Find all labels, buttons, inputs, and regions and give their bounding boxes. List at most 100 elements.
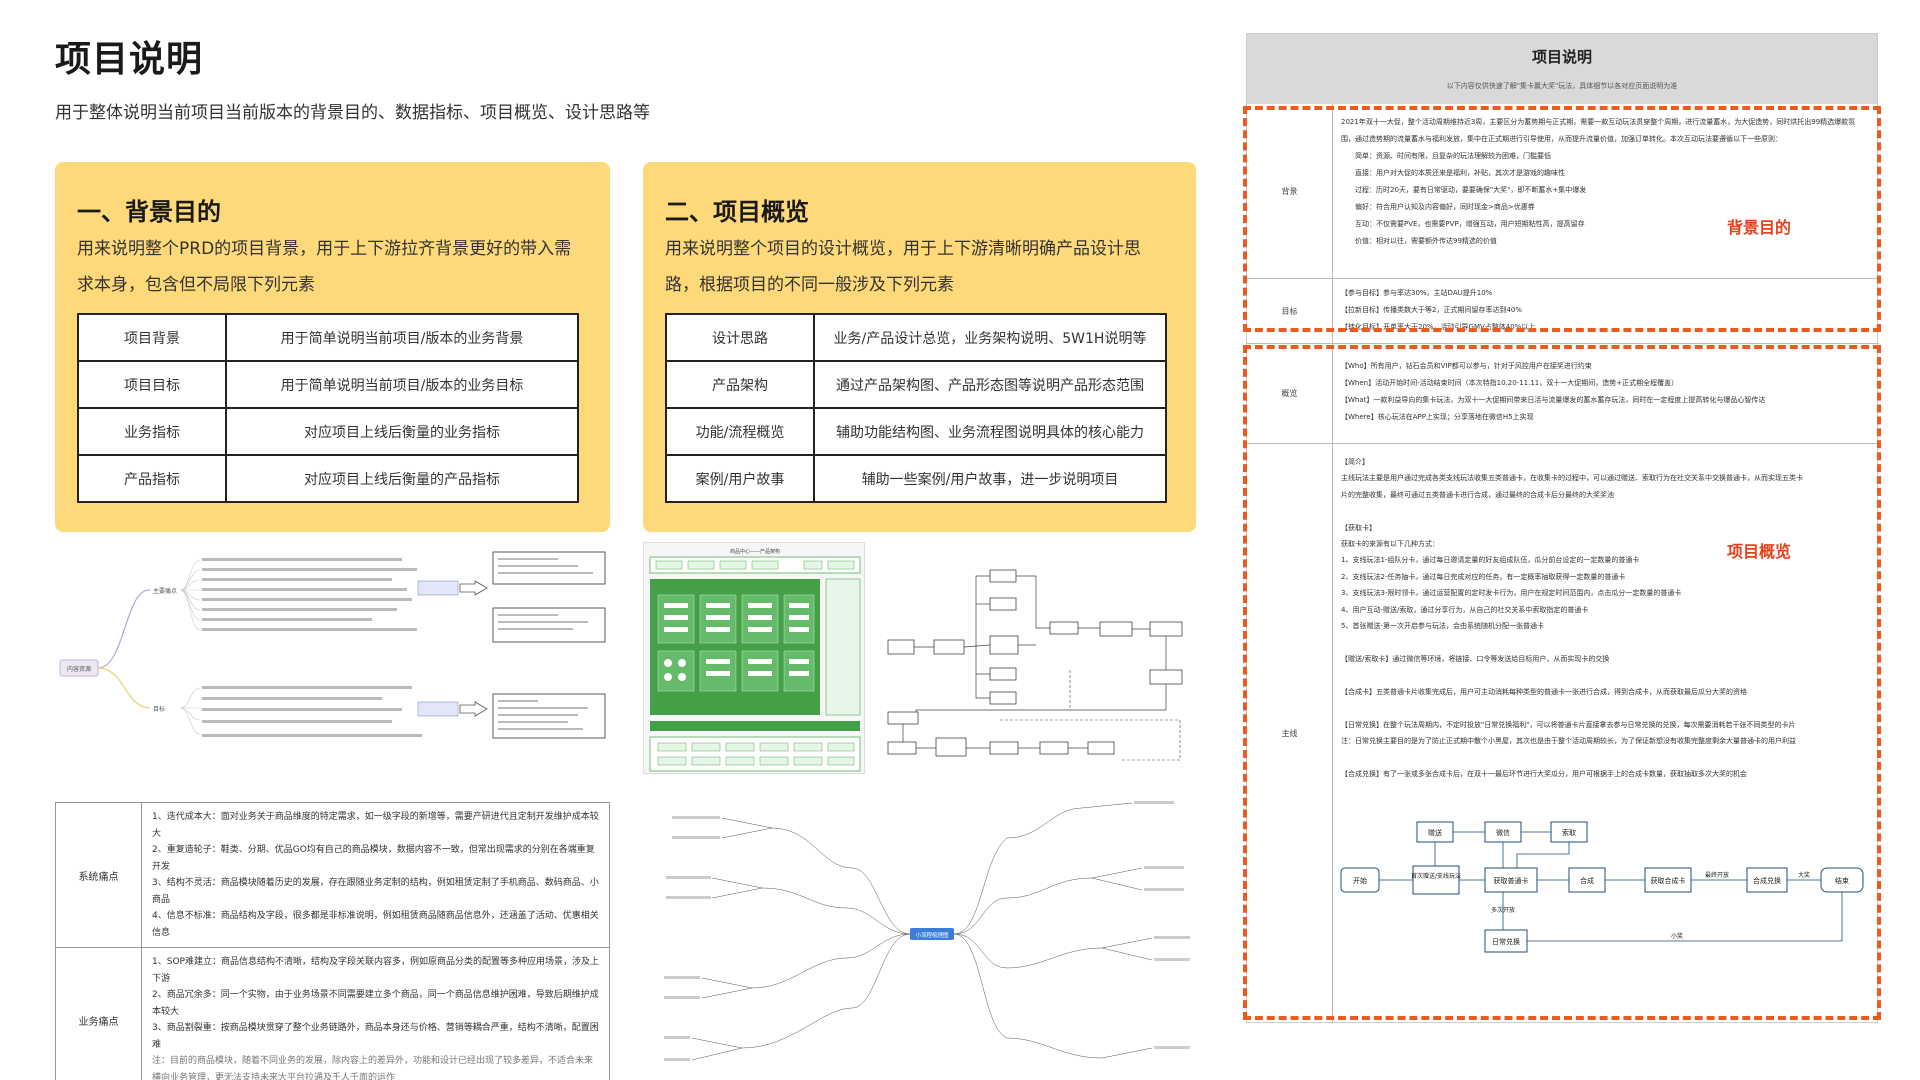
table-row: 项目目标 用于简单说明当前项目/版本的业务目标	[77, 360, 579, 409]
doc-row-background: 背景 2021年双十一大促，整个活动周期维持近3周，主要区分为蓄势期与正式期，需…	[1247, 104, 1879, 279]
doc-bullet: 偏好：符合用户认知及内容偏好，同时现金>商品>优惠券	[1355, 203, 1535, 211]
table-key: 业务指标	[77, 407, 227, 456]
doc-line: 【日常兑换】在整个玩法周期内，不定时投放"日常兑换福利"，可以将普通卡片直接拿去…	[1341, 720, 1796, 729]
doc-line: 【拉新目标】传播类数大于等2，正式期间留存率达到40%	[1341, 306, 1523, 314]
doc-content: 【简介】 主线玩法主要是用户通过完成各类支线玩法收集五类普通卡，在收集卡的过程中…	[1341, 454, 1863, 782]
table-value: 辅助功能结构图、业务流程图说明具体的核心能力	[813, 407, 1167, 456]
doc-line: 【简介】	[1341, 458, 1369, 466]
table-value: 辅助一些案例/用户故事，进一步说明项目	[813, 454, 1167, 503]
table-value: 通过产品架构图、产品形态图等说明产品形态范围	[813, 360, 1167, 409]
doc-content: 2021年双十一大促，整个活动周期维持近3周，主要区分为蓄势期与正式期，需要一款…	[1341, 114, 1863, 250]
doc-line: 片的完整收集，最终可通过五类普通卡进行合成，通过最终的合成卡后分最终的大奖奖池	[1341, 490, 1614, 499]
flow-edge-final-open: 最终开放	[1705, 871, 1729, 879]
doc-bullet: 直接：用户对大促的本质还来是福利，补贴，其次才是游戏的趣味性	[1355, 169, 1565, 177]
doc-line: 注：日常兑换主要目的是为了防止正式期中散个小黑屋，其次也是由于整个活动周期较长，…	[1341, 736, 1796, 745]
game-flow-diagram: 开始 首次赠送/支线玩法 赠送 微信 索取 获取普通卡 合成 获取合成卡 最终开…	[1340, 821, 1864, 953]
flow-node-combo-exchange: 合成兑换	[1753, 876, 1781, 885]
table-key: 功能/流程概览	[665, 407, 815, 456]
table-key: 产品指标	[77, 454, 227, 503]
flow-node-wechat: 微信	[1496, 828, 1510, 837]
table-key: 项目背景	[77, 313, 227, 362]
background-card: 一、背景目的 用来说明整个PRD的项目背景，用于上下游拉齐背景更好的带入需求本身…	[55, 162, 610, 532]
pain-line: 2、重复造轮子：鞋类、分期、优品GO均有自己的商品模块，数据内容不一致，但常出现…	[152, 845, 595, 872]
table-row: 产品架构 通过产品架构图、产品形态图等说明产品形态范围	[665, 360, 1167, 409]
doc-label: 概览	[1247, 344, 1333, 443]
doc-line: 4、用户互动-赠送/索取，通过分享行为，从自己的社交关系中索取指定的普通卡	[1341, 605, 1589, 614]
document-title: 项目说明	[1531, 48, 1592, 66]
doc-line: 1、支线玩法1-组队分卡，通过每日邀请定量的好友组成队伍，瓜分前台设定的一定数量…	[1341, 556, 1640, 565]
doc-line: 3、支线玩法3-限时领卡，通过运营配置的定时发卡行为，用户在规定时间范围内，点击…	[1341, 589, 1682, 598]
overview-card: 二、项目概览 用来说明整个项目的设计概览，用于上下游清晰明确产品设计思路，根据项…	[643, 162, 1196, 532]
table-key: 设计思路	[665, 313, 815, 362]
background-card-title: 一、背景目的	[77, 198, 221, 226]
background-highlight-frame	[1243, 106, 1881, 332]
doc-line: 【When】活动开始时间-活动结束时间（本次特指10.20-11.11，双十一大…	[1341, 379, 1679, 387]
document-header: 项目说明 以下内容仅供快速了解"集卡赢大奖"玩法，具体细节以各对应页面说明为准	[1247, 34, 1877, 104]
mindmap-thumbnail: 内容资源 主要痛点 目标	[55, 548, 610, 748]
table-row: 项目背景 用于简单说明当前项目/版本的业务背景	[77, 313, 579, 362]
table-key: 案例/用户故事	[665, 454, 815, 503]
table-key: 产品架构	[665, 360, 815, 409]
flow-node-end: 结束	[1835, 876, 1849, 885]
flow-node-start: 开始	[1353, 876, 1367, 885]
overview-tag: 项目概览	[1727, 542, 1792, 561]
doc-label: 主线	[1247, 444, 1333, 1022]
flow-node-first-gift: 首次赠送/支线玩法	[1411, 872, 1461, 880]
pain-line: 3、结构不灵活：商品模块随着历史的发展，存在跟随业务定制的结构，例如租赁定制了手…	[152, 878, 599, 905]
doc-line: 【获取卡】	[1341, 523, 1376, 532]
doc-bullet: 互动：不仅需要PVE，也需要PVP，增强互动，用户短期粘性高，提高留存	[1355, 220, 1585, 228]
doc-label: 目标	[1247, 279, 1333, 343]
doc-bullet: 价值：相对以往，需要额外传达99精选的价值	[1355, 237, 1497, 245]
table-row: 产品指标 对应项目上线后衡量的产品指标	[77, 454, 579, 503]
pain-line: 3、商品割裂重：按商品模块贯穿了整个业务链路外，商品本身还与价格、营销等耦合严重…	[152, 1023, 599, 1050]
doc-content: 【Who】所有用户，钻石会员和VIP都可以参与，针对于风控用户在接奖进行约束 【…	[1341, 358, 1863, 426]
doc-row-mainline: 主线 【简介】 主线玩法主要是用户通过完成各类支线玩法收集五类普通卡，在收集卡的…	[1247, 444, 1879, 1022]
flowchart-thumbnail-svg	[887, 569, 1183, 761]
table-value: 业务/产品设计总览，业务架构说明、5W1H说明等	[813, 313, 1167, 362]
pain-line: 2、商品冗余多：同一个实物，由于业务场景不同需要建立多个商品，同一个商品信息维护…	[152, 990, 599, 1017]
table-key: 项目目标	[77, 360, 227, 409]
doc-line: 【Who】所有用户，钻石会员和VIP都可以参与，针对于风控用户在接奖进行约束	[1341, 362, 1592, 370]
pain-line: 注：目前的商品模块，随着不同业务的发展，除内容上的差异外，功能和设计已经出现了较…	[152, 1056, 594, 1080]
doc-line: 【What】一款利益导向的集卡玩法，为双十一大促期间带来日活与流量爆发的蓄水蓄存…	[1341, 396, 1766, 404]
table-key: 系统痛点	[55, 802, 142, 948]
doc-line: 2、支线玩法2-任务抽卡，通过每日完成对应的任务，有一定概率抽取获得一定数量的普…	[1341, 572, 1626, 581]
table-value: 对应项目上线后衡量的业务指标	[225, 407, 579, 456]
table-value: 对应项目上线后衡量的产品指标	[225, 454, 579, 503]
doc-line: 【合成卡】五类普通卡片收集完成后，用户可主动消耗每种类型的普通卡一张进行合成，得…	[1341, 687, 1747, 696]
doc-content: 【参与目标】参与率达30%，主站DAU提升10% 【拉新目标】传播类数大于等2，…	[1341, 285, 1863, 336]
page-title: 项目说明	[55, 39, 204, 80]
mindmap-branch-top: 主要痛点	[153, 587, 177, 595]
pain-line: 1、迭代成本大：面对业务关于商品维度的特定需求，如一级字段的新增等，需要产研进代…	[152, 812, 599, 839]
overview-card-title: 二、项目概览	[665, 198, 809, 226]
flow-node-give: 赠送	[1428, 828, 1442, 837]
document-preview: 项目说明 以下内容仅供快速了解"集卡赢大奖"玩法，具体细节以各对应页面说明为准 …	[1246, 33, 1879, 1023]
flow-mindmap-thumbnail: 小流程梳理图	[662, 798, 1197, 1068]
background-card-desc: 用来说明整个PRD的项目背景，用于上下游拉齐背景更好的带入需求本身，包含但不局限…	[77, 239, 572, 295]
table-row: 系统痛点 1、迭代成本大：面对业务关于商品维度的特定需求，如一级字段的新增等，需…	[55, 802, 610, 948]
doc-bullet: 过程：历时20天，要有日常驱动，要要确保"大奖"，即不断蓄水+集中爆发	[1355, 186, 1587, 194]
table-row: 业务痛点 1、SOP难建立：商品信息结构不清晰，结构及字段关联内容多，例如原商品…	[55, 947, 610, 1080]
doc-line: 【合成兑换】有了一张或多张合成卡后，在双十一最后环节进行大奖瓜分，用户可根据手上…	[1341, 769, 1747, 778]
document-note: 以下内容仅供快速了解"集卡赢大奖"玩法，具体细节以各对应页面说明为准	[1446, 82, 1678, 90]
table-row: 案例/用户故事 辅助一些案例/用户故事，进一步说明项目	[665, 454, 1167, 503]
doc-line: 5、首张赠送-第一次开启参与玩法，会由系统随机分配一张普通卡	[1341, 622, 1544, 631]
flow-edge-small-prize: 小奖	[1671, 932, 1683, 940]
table-key: 业务痛点	[55, 947, 142, 1080]
flow-node-ask: 索取	[1562, 828, 1576, 837]
table-row: 功能/流程概览 辅助功能结构图、业务流程图说明具体的核心能力	[665, 407, 1167, 456]
flow-mindmap-thumbnail-svg: 小流程梳理图	[664, 801, 1190, 1061]
doc-line: 【赠送/索取卡】通过微信等环境，将链接、口令等发送给目标用户，从而实现卡的交换	[1341, 654, 1610, 663]
doc-label: 背景	[1247, 104, 1333, 278]
doc-line: 【转化目标】开单率大于20%，活动引导GMV占整体40%以上	[1341, 323, 1536, 331]
overview-highlight-frame	[1243, 345, 1881, 1020]
overview-element-table: 设计思路 业务/产品设计总览，业务架构说明、5W1H说明等 产品架构 通过产品架…	[665, 313, 1167, 503]
background-tag: 背景目的	[1727, 218, 1792, 237]
table-row: 业务指标 对应项目上线后衡量的业务指标	[77, 407, 579, 456]
doc-bullet: 简单：资源、时间有限，且复杂的玩法理解较为困难，门槛要低	[1355, 152, 1551, 160]
background-element-table: 项目背景 用于简单说明当前项目/版本的业务背景 项目目标 用于简单说明当前项目/…	[77, 313, 579, 503]
table-value: 用于简单说明当前项目/版本的业务背景	[225, 313, 579, 362]
architecture-thumbnail-svg: 商品中心——产品架构	[649, 548, 861, 772]
flow-mindmap-root: 小流程梳理图	[915, 931, 949, 939]
mindmap-root-label: 内容资源	[67, 665, 91, 673]
